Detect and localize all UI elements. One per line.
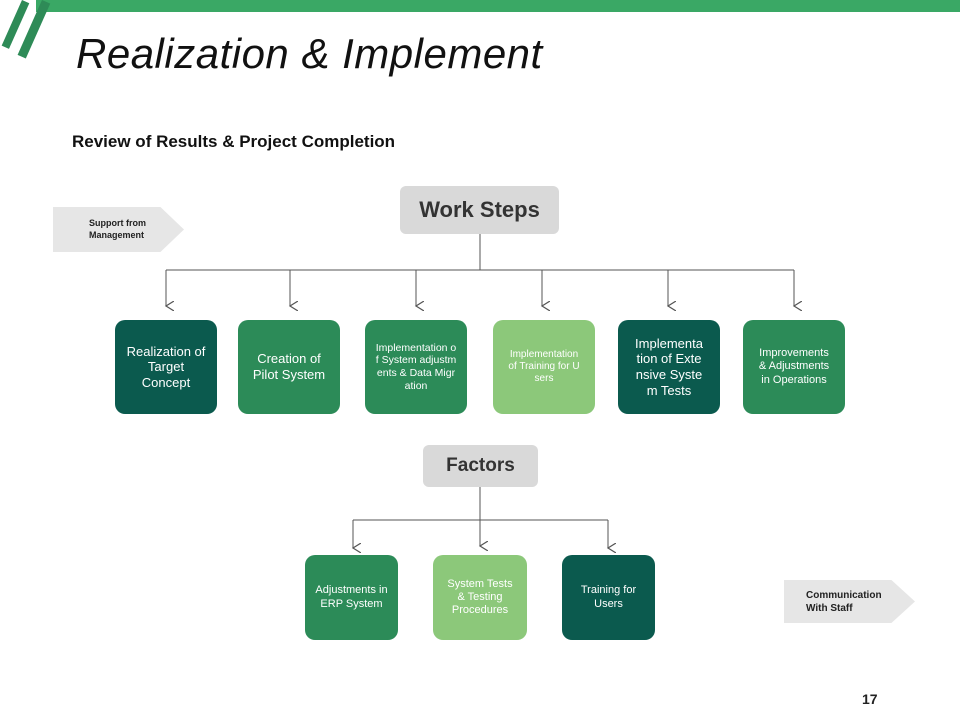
slide-title: Realization & Implement (76, 30, 543, 77)
top-accent-bar (36, 0, 960, 12)
callout-support-management: Support from Management (53, 207, 184, 252)
work-steps-header: Work Steps (400, 186, 559, 234)
step-extensive-system-tests: Implementation of Extensive System Tests (618, 320, 720, 414)
factor-adjustments-erp: Adjustments in ERP System (305, 555, 398, 640)
factors-header: Factors (423, 445, 538, 487)
callout-communication-staff: Communication With Staff (784, 580, 915, 623)
step-creation-pilot-system: Creation of Pilot System (238, 320, 340, 414)
step-training-for-users: Implementation of Training for Users (493, 320, 595, 414)
slide-subtitle: Review of Results & Project Completion (72, 132, 396, 151)
factor-system-tests-procedures: System Tests & Testing Procedures (433, 555, 527, 640)
page-number: 17 (862, 691, 878, 707)
step-system-adjustments-migration: Implementation of System adjustments & D… (365, 320, 467, 414)
step-improvements-operations: Improvements & Adjustments in Operations (743, 320, 845, 414)
step-realization-target-concept: Realization of Target Concept (115, 320, 217, 414)
factor-training-users: Training for Users (562, 555, 655, 640)
